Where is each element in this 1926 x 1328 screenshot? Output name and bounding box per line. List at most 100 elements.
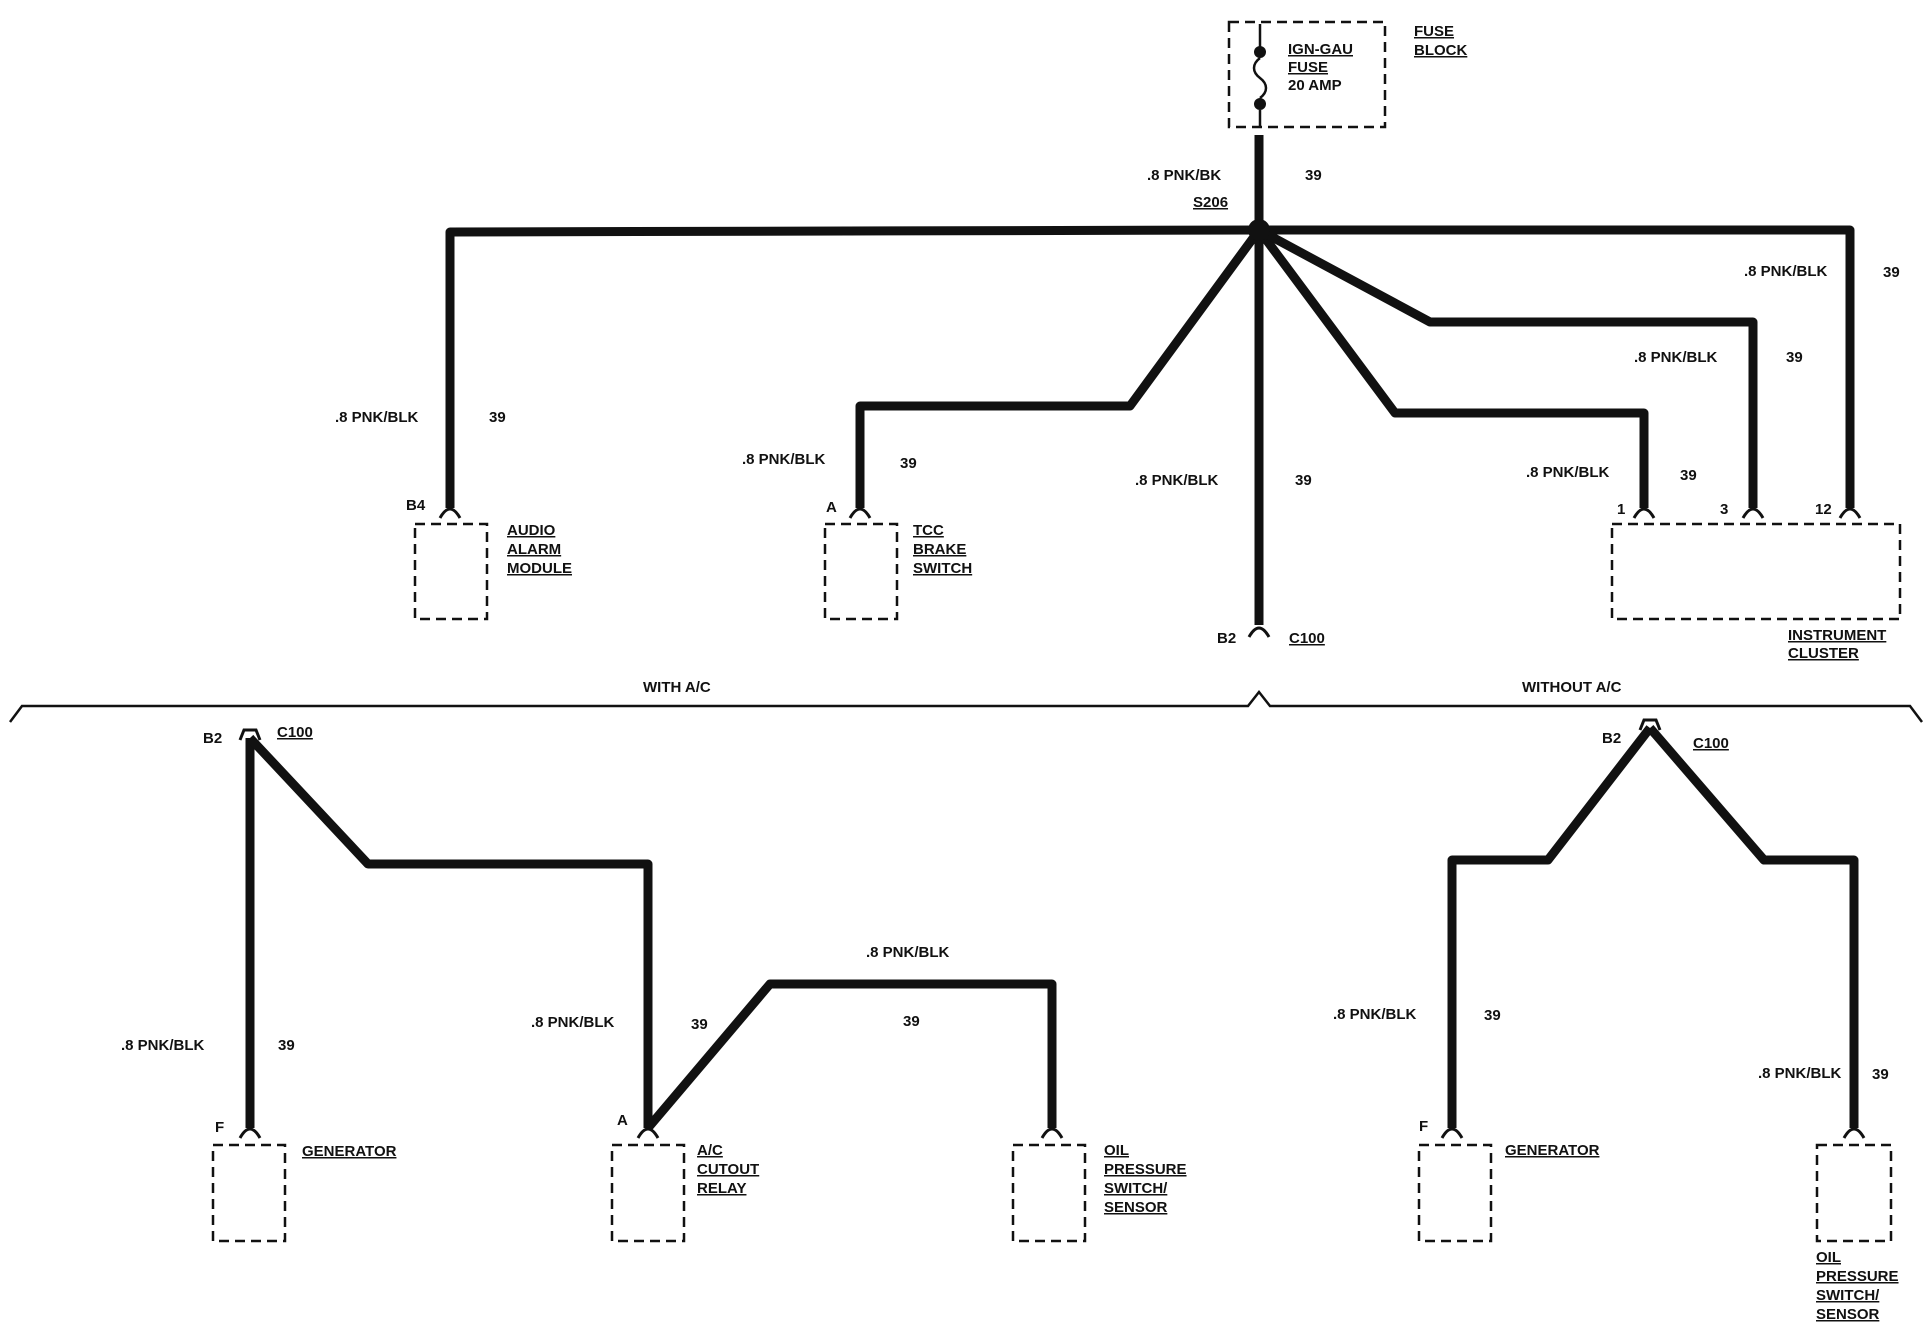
audio-alarm-pin: B4 [406, 497, 426, 514]
with-ac-oil-outline [1011, 1143, 1087, 1243]
without-ac-oil-name-4: SENSOR [1816, 1306, 1880, 1323]
wire-cluster-pin-12 [1259, 225, 1855, 508]
ac-cutout-name-2: CUTOUT [697, 1161, 759, 1178]
without-ac-generator-name: GENERATOR [1505, 1142, 1600, 1159]
c100-top-connector: B2 C100 [1217, 626, 1325, 647]
terminal-f-with-ac [238, 1127, 262, 1139]
tcc-brake-pin: A [826, 499, 837, 516]
c100-top-name: C100 [1289, 630, 1325, 647]
wire-with-ac-oil [644, 979, 1057, 1131]
with-ac-oil-wire-label: .8 PNK/BLK [866, 944, 950, 961]
with-ac-label: WITH A/C [643, 679, 711, 696]
tcc-name-1: TCC [913, 522, 944, 539]
cluster1-circuit-label: 39 [1680, 467, 1697, 484]
feed-wire-label: .8 PNK/BK [1147, 167, 1221, 184]
without-ac-c100-pin: B2 [1602, 730, 1621, 747]
audio-alarm-name-2: ALARM [507, 541, 561, 558]
without-ac-label: WITHOUT A/C [1522, 679, 1622, 696]
audio-alarm-module: B4 AUDIO ALARM MODULE [406, 497, 572, 621]
cluster-pin-1: 1 [1617, 501, 1625, 518]
without-ac-generator-outline [1417, 1143, 1493, 1243]
wire-cluster-pin-1 [1255, 227, 1649, 508]
fuse-block: IGN-GAU FUSE 20 AMP FUSE BLOCK [1227, 20, 1467, 129]
c100-circuit-label: 39 [1295, 472, 1312, 489]
without-ac-generator-pin: F [1419, 1118, 1428, 1135]
without-ac-oil-name-1: OIL [1816, 1249, 1841, 1266]
without-ac-gen-wire-label: .8 PNK/BLK [1333, 1006, 1417, 1023]
fuse-label-3: 20 AMP [1288, 77, 1342, 94]
terminal-pin-1 [1632, 507, 1656, 519]
without-ac-oil-outline [1815, 1143, 1893, 1243]
splice-label: S206 [1193, 194, 1228, 211]
with-ac-oil-circuit: 39 [903, 1013, 920, 1030]
with-ac-relay-circuit: 39 [691, 1016, 708, 1033]
tcc-wire-label: .8 PNK/BLK [742, 451, 826, 468]
without-ac-oil-pressure: OIL PRESSURE SWITCH/ SENSOR [1815, 1127, 1899, 1323]
terminal-b2-top [1247, 626, 1271, 638]
without-ac-oil-wire-label: .8 PNK/BLK [1758, 1065, 1842, 1082]
tcc-brake-outline [823, 522, 899, 621]
wire-without-ac-generator [1447, 725, 1654, 1128]
with-ac-c100-name: C100 [277, 724, 313, 741]
terminal-b2-with-ac [238, 728, 262, 741]
wire-without-ac-oil [1646, 725, 1859, 1128]
with-ac-generator-pin: F [215, 1119, 224, 1136]
instrument-cluster: 1 3 12 INSTRUMENT CLUSTER [1610, 501, 1902, 662]
ac-cutout-relay: A A/C CUTOUT RELAY [610, 1112, 759, 1243]
audio-alarm-name-1: AUDIO [507, 522, 556, 539]
fuse-block-outline [1227, 20, 1387, 129]
with-ac-oil-name-3: SWITCH/ [1104, 1180, 1168, 1197]
ac-cutout-name-1: A/C [697, 1142, 723, 1159]
without-ac-c100-name: C100 [1693, 735, 1729, 752]
with-ac-relay-wire-label: .8 PNK/BLK [531, 1014, 615, 1031]
brace-line [9, 689, 1923, 723]
cluster-pin-12: 12 [1815, 501, 1832, 518]
without-ac-oil-name-3: SWITCH/ [1816, 1287, 1880, 1304]
with-ac-oil-name-4: SENSOR [1104, 1199, 1168, 1216]
cluster-pin-3: 3 [1720, 501, 1728, 518]
cluster-name-1: INSTRUMENT [1788, 627, 1886, 644]
terminal-oil-with-ac [1040, 1127, 1064, 1139]
ac-cutout-outline [610, 1143, 686, 1243]
c100-top-pin: B2 [1217, 630, 1236, 647]
without-ac-generator: F GENERATOR [1417, 1118, 1600, 1243]
wire-cluster-pin-3 [1256, 226, 1758, 508]
terminal-oil-without-ac [1842, 1127, 1866, 1139]
terminal-f-without-ac [1440, 1127, 1464, 1139]
c100-wire-label: .8 PNK/BLK [1135, 472, 1219, 489]
fuse-symbol [1252, 24, 1268, 127]
terminal-pin-3 [1741, 507, 1765, 519]
tcc-circuit-label: 39 [900, 455, 917, 472]
with-ac-oil-name-2: PRESSURE [1104, 1161, 1187, 1178]
splice-s206 [1248, 219, 1270, 241]
tcc-name-2: BRAKE [913, 541, 966, 558]
audio-alarm-name-3: MODULE [507, 560, 572, 577]
with-ac-gen-circuit: 39 [278, 1037, 295, 1054]
cluster-name-2: CLUSTER [1788, 645, 1859, 662]
ac-cutout-pin: A [617, 1112, 628, 1129]
terminal-a-relay [636, 1127, 660, 1139]
terminal-a-tcc [848, 507, 872, 519]
tcc-name-3: SWITCH [913, 560, 972, 577]
without-ac-oil-circuit: 39 [1872, 1066, 1889, 1083]
wire-tcc-brake [855, 227, 1263, 508]
tcc-brake-switch: A TCC BRAKE SWITCH [823, 499, 972, 621]
terminal-b4 [438, 507, 462, 519]
audio-circuit-label: 39 [489, 409, 506, 426]
with-ac-oil-pressure: OIL PRESSURE SWITCH/ SENSOR [1011, 1127, 1187, 1243]
audio-alarm-outline [413, 522, 489, 621]
fuse-block-title-1: FUSE [1414, 23, 1454, 40]
terminal-pin-12 [1838, 507, 1862, 519]
cluster12-wire-label: .8 PNK/BLK [1744, 263, 1828, 280]
with-ac-generator: F GENERATOR [211, 1119, 397, 1243]
terminal-b2-without-ac [1638, 718, 1662, 731]
with-ac-generator-name: GENERATOR [302, 1143, 397, 1160]
cluster3-circuit-label: 39 [1786, 349, 1803, 366]
fuse-label-1: IGN-GAU [1288, 41, 1353, 58]
audio-wire-label: .8 PNK/BLK [335, 409, 419, 426]
instrument-cluster-outline [1610, 522, 1902, 621]
ac-cutout-name-3: RELAY [697, 1180, 746, 1197]
fuse-label-2: FUSE [1288, 59, 1328, 76]
section-brace: WITH A/C WITHOUT A/C [9, 679, 1923, 723]
